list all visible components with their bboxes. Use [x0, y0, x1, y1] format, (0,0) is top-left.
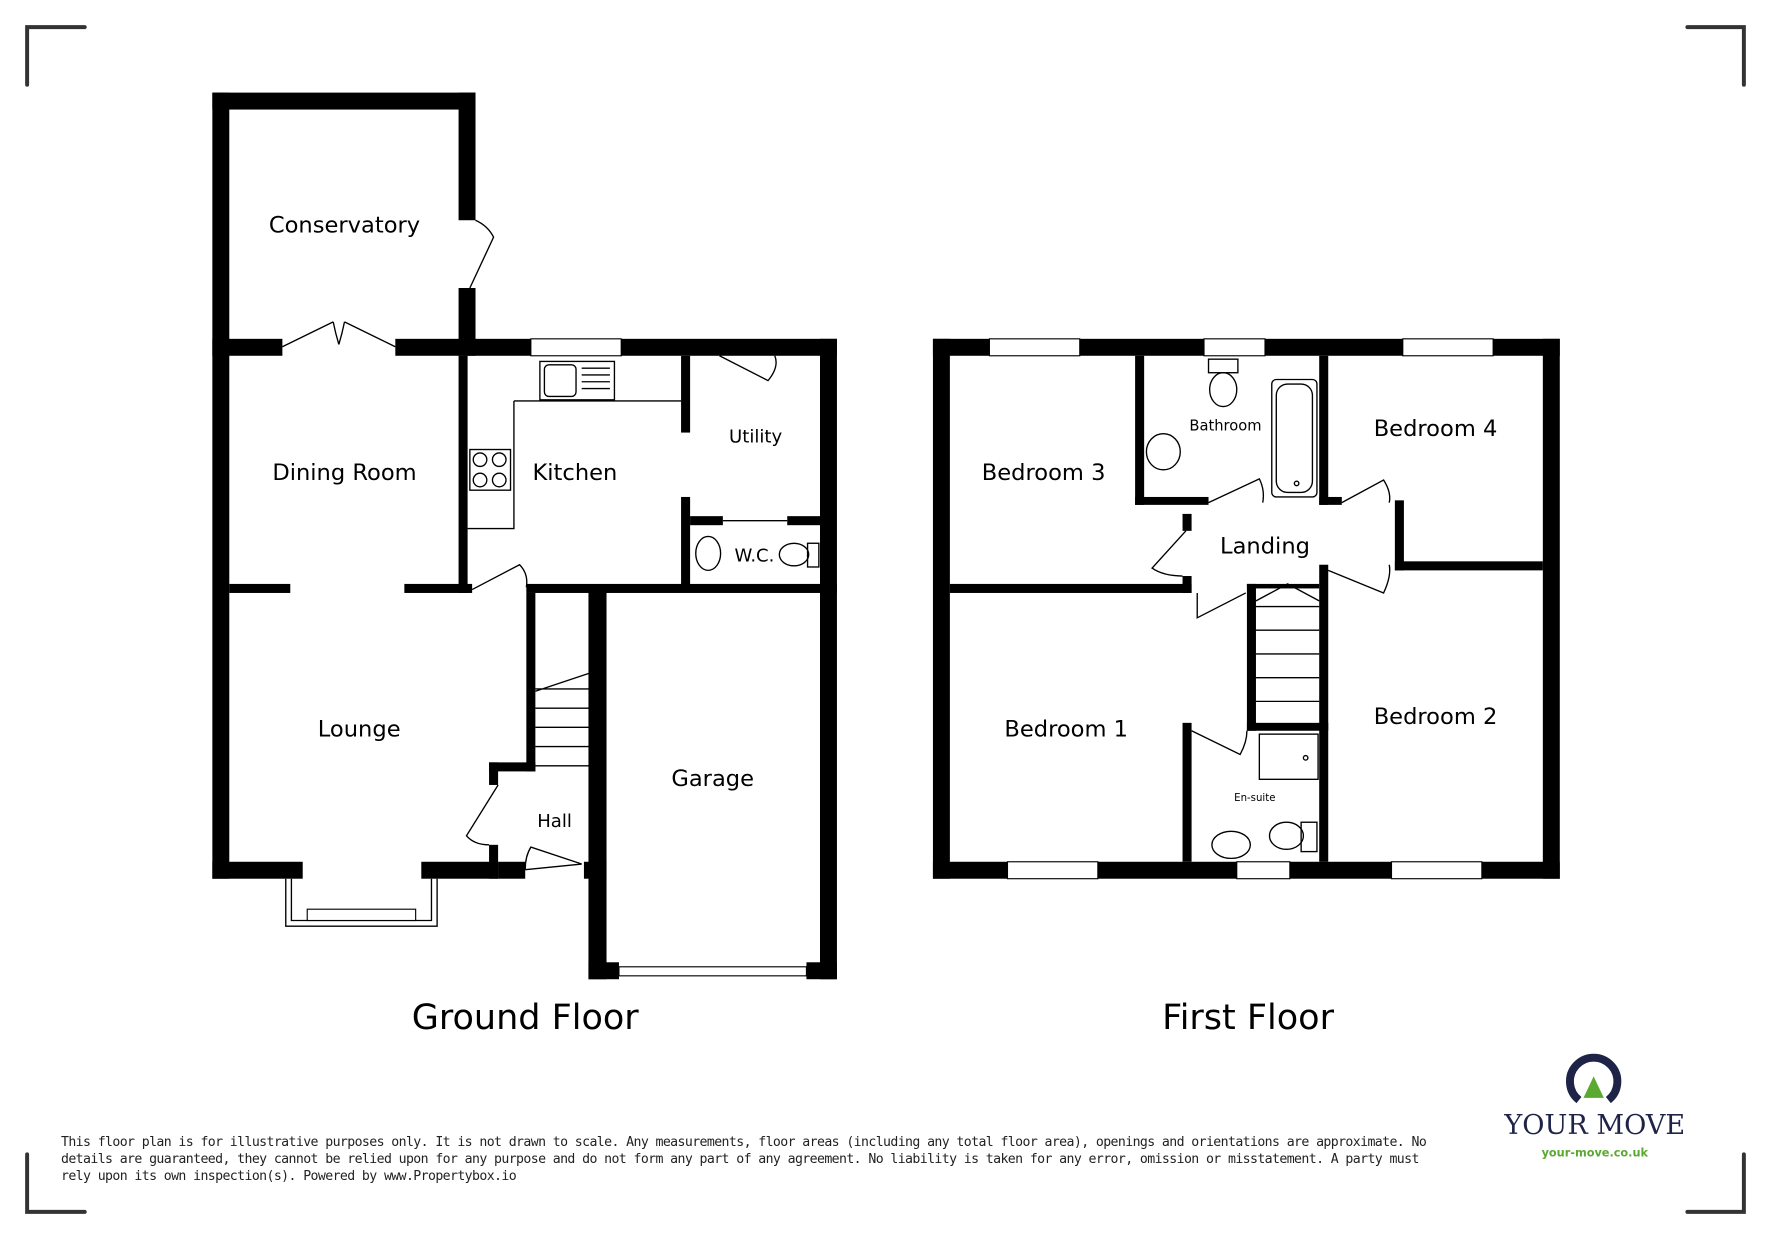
room-label-kitchen: Kitchen	[532, 460, 617, 486]
room-label-bedroom-4: Bedroom 4	[1374, 416, 1498, 442]
logo-url: your-move.co.uk	[1542, 1147, 1649, 1160]
crop-marks	[25, 25, 1746, 1214]
room-label-garage: Garage	[671, 766, 754, 792]
logo-ring-icon	[1566, 1053, 1622, 1104]
room-label-bedroom-3: Bedroom 3	[982, 460, 1106, 486]
first-floor-plan: Bedroom 3 Bathroom Bedroom 4 Landing Bed…	[932, 338, 1560, 1038]
room-label-bedroom-1: Bedroom 1	[1004, 716, 1128, 742]
room-label-bedroom-2: Bedroom 2	[1374, 704, 1498, 730]
ground-floor-plan: Conservatory Dining Room Kitchen Utility…	[212, 92, 837, 1038]
room-label-landing: Landing	[1220, 533, 1310, 559]
room-label-dining-room: Dining Room	[272, 460, 416, 486]
room-label-lounge: Lounge	[318, 716, 401, 742]
first-floor-title: First Floor	[1162, 998, 1334, 1038]
room-label-hall: Hall	[537, 811, 572, 832]
room-label-conservatory: Conservatory	[269, 213, 420, 239]
room-label-bathroom: Bathroom	[1189, 417, 1261, 434]
your-move-logo: YOUR MOVE your-move.co.uk	[1503, 1053, 1685, 1160]
room-label-wc: W.C.	[735, 545, 775, 566]
room-label-utility: Utility	[729, 427, 782, 448]
ground-floor-title: Ground Floor	[412, 998, 640, 1038]
room-label-en-suite: En-suite	[1234, 793, 1275, 804]
disclaimer-text: This floor plan is for illustrative purp…	[61, 1135, 1427, 1184]
logo-arrow-icon	[1583, 1076, 1604, 1098]
logo-name: YOUR MOVE	[1503, 1110, 1685, 1141]
